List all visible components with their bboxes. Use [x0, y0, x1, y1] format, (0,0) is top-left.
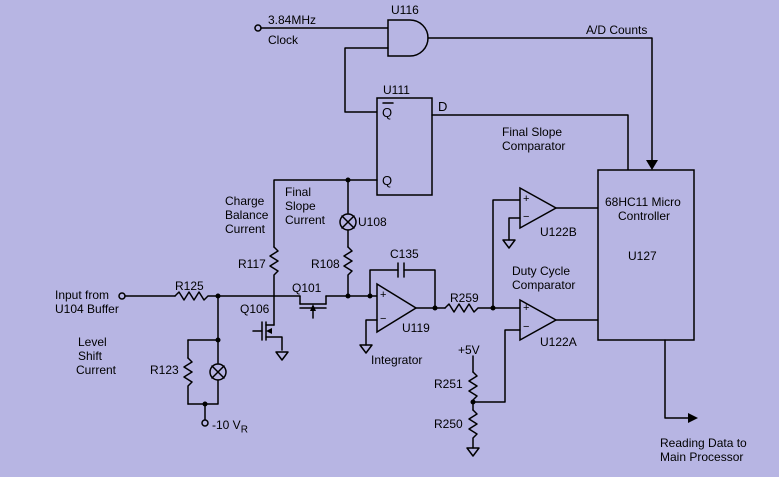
d-label: D [438, 99, 448, 114]
u122a-plus: + [523, 302, 530, 314]
u119-opamp [376, 282, 418, 334]
ad-counts-label: A/D Counts [586, 23, 648, 37]
r117-label: R117 [238, 257, 266, 271]
q101-label: Q101 [292, 281, 322, 295]
r251-resistor [468, 371, 478, 403]
u127-microcontroller [597, 169, 695, 341]
u122a-minus: − [523, 321, 530, 333]
vr-main: -10 V [212, 418, 241, 432]
input-label-2: U104 Buffer [55, 302, 119, 316]
charge-balance-label-1: Charge [225, 194, 265, 208]
vr-label: -10 VR [212, 419, 248, 436]
charge-balance-wire [273, 179, 349, 248]
r259-label: R259 [450, 291, 479, 305]
q-label: Q [382, 173, 393, 188]
r125-resistor [174, 291, 219, 301]
r125-label: R125 [175, 279, 204, 293]
reading-label-1: Reading Data to [660, 436, 747, 450]
ad-counts-wire [427, 37, 653, 169]
u116-label: U116 [391, 3, 419, 17]
micro-label-1: 68HC11 Micro [605, 195, 681, 209]
u119-minus: − [380, 313, 387, 325]
plus5v-label: +5V [458, 343, 480, 357]
u116-input2-wire [344, 47, 389, 113]
input-terminal [118, 292, 126, 300]
u111-label: U111 [383, 83, 410, 97]
r123-label: R123 [150, 363, 179, 377]
u119-plus: + [380, 289, 387, 301]
charge-balance-label-2: Balance [225, 208, 269, 222]
r108-label: R108 [311, 257, 340, 271]
final-slope-current-label-3: Current [285, 213, 326, 227]
u122a-label: U122A [540, 335, 577, 349]
c135-label: C135 [390, 247, 419, 261]
r117-resistor [269, 246, 279, 297]
final-slope-wire [431, 114, 629, 171]
r250-resistor [468, 409, 478, 449]
u127-label: U127 [628, 249, 657, 263]
level-shift-label-1: Level [78, 335, 107, 349]
clock-label: Clock [268, 33, 299, 47]
level-shift-label-3: Current [76, 363, 117, 377]
final-slope-current-label-2: Slope [285, 199, 316, 213]
u119-label: U119 [402, 321, 430, 335]
clock-terminal [254, 24, 262, 32]
u122b-comparator [519, 186, 558, 230]
u122b-label: U122B [540, 225, 577, 239]
u116-and-gate [387, 19, 429, 57]
u122b-plus: + [523, 193, 530, 205]
clock-freq-label: 3.84MHz [268, 13, 317, 27]
qbar-label: Q [382, 105, 393, 120]
r123-resistor [183, 357, 193, 405]
r108-resistor [343, 246, 353, 297]
u122a-comparator [519, 298, 558, 342]
r259-resistor [444, 303, 494, 313]
r250-label: R250 [434, 417, 463, 431]
u111-flip-flop [376, 97, 433, 196]
final-slope-current-label-1: Final [285, 185, 312, 199]
input-label-1: Input from [55, 288, 110, 302]
u122b-minus: − [523, 211, 530, 223]
reading-label-2: Main Processor [660, 450, 744, 464]
integrator-label: Integrator [371, 353, 423, 367]
vr-sub: R [240, 424, 248, 436]
r251-label: R251 [434, 377, 463, 391]
ad-counts-arrow [646, 160, 658, 170]
duty-cycle-label-2: Comparator [512, 278, 576, 292]
q106-label: Q106 [240, 302, 270, 316]
duty-cycle-label-1: Duty Cycle [512, 264, 571, 278]
charge-balance-label-3: Current [225, 222, 266, 236]
level-shift-label-2: Shift [78, 349, 103, 363]
final-slope-comp-label-2: Comparator [502, 139, 566, 153]
micro-label-2: Controller [618, 209, 671, 223]
vr-terminal [201, 419, 209, 427]
u108-label: U108 [358, 215, 387, 229]
final-slope-comp-label-1: Final Slope [502, 125, 563, 139]
